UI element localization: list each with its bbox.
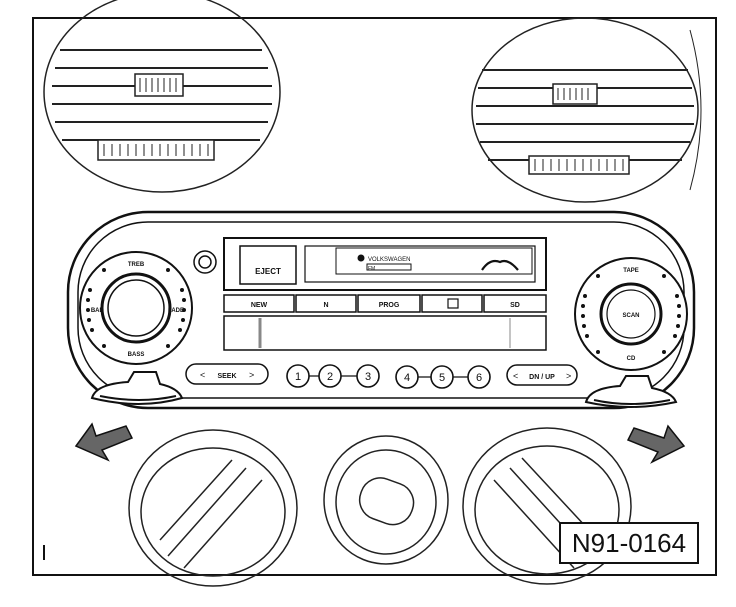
balance-label: BAL: [91, 308, 104, 314]
button-new[interactable]: [223, 294, 295, 313]
preset-label-5: 5: [439, 372, 445, 384]
eject-button[interactable]: [239, 245, 297, 285]
mounting-screw: [193, 250, 217, 274]
removal-tool-left: [90, 371, 184, 405]
svg-text:<: <: [200, 370, 205, 380]
volume-knob-left[interactable]: [79, 251, 193, 365]
tape-label: TAPE: [623, 268, 639, 274]
climate-knob-left: [128, 429, 298, 587]
preset-label-4: 4: [404, 372, 410, 384]
button-sd[interactable]: [483, 294, 547, 313]
button-n-label: N: [323, 302, 328, 309]
svg-text:>: >: [566, 371, 571, 381]
removal-tool-right: [584, 375, 678, 408]
power-led: [357, 254, 365, 262]
seek-button[interactable]: < >: [185, 363, 269, 385]
scan-label: SCAN: [622, 313, 639, 319]
cd-label: CD: [627, 356, 636, 362]
cassette-panel: EJECT VOLKSWAGEN FM: [223, 237, 547, 291]
svg-text:>: >: [249, 370, 254, 380]
preset-label-3: 3: [365, 371, 371, 383]
tuning-knob-right[interactable]: [574, 257, 688, 371]
climate-knob-center: [323, 435, 449, 565]
preset-label-6: 6: [476, 372, 482, 384]
function-button-row: [223, 294, 547, 313]
preset-buttons: [286, 364, 491, 389]
air-vent-left: [43, 0, 281, 193]
preset-label-1: 1: [295, 371, 301, 383]
button-prog-label: PROG: [379, 302, 400, 309]
button-prog[interactable]: [357, 294, 421, 313]
seek-label: SEEK: [217, 373, 236, 380]
treble-label: TREB: [128, 262, 145, 268]
fm-label: FM: [368, 266, 375, 272]
vw-logo-mark: [481, 259, 519, 271]
cassette-slot: [223, 315, 547, 351]
pull-arrow-right: [626, 424, 686, 464]
figure-reference-number: N91-0164: [559, 522, 699, 564]
dn-up-button[interactable]: < >: [506, 364, 578, 386]
button-sd-label: SD: [510, 302, 520, 309]
air-vent-right: [471, 17, 702, 203]
pull-arrow-left: [74, 422, 134, 462]
brand-label: VOLKSWAGEN: [368, 257, 410, 263]
fade-label: FADE: [168, 308, 184, 314]
eject-label: EJECT: [255, 267, 281, 276]
bass-label: BASS: [128, 352, 145, 358]
button-new-label: NEW: [251, 302, 268, 309]
svg-text:<: <: [513, 371, 518, 381]
preset-label-2: 2: [327, 371, 333, 383]
dn-up-label: DN / UP: [529, 374, 555, 381]
button-n[interactable]: [295, 294, 357, 313]
